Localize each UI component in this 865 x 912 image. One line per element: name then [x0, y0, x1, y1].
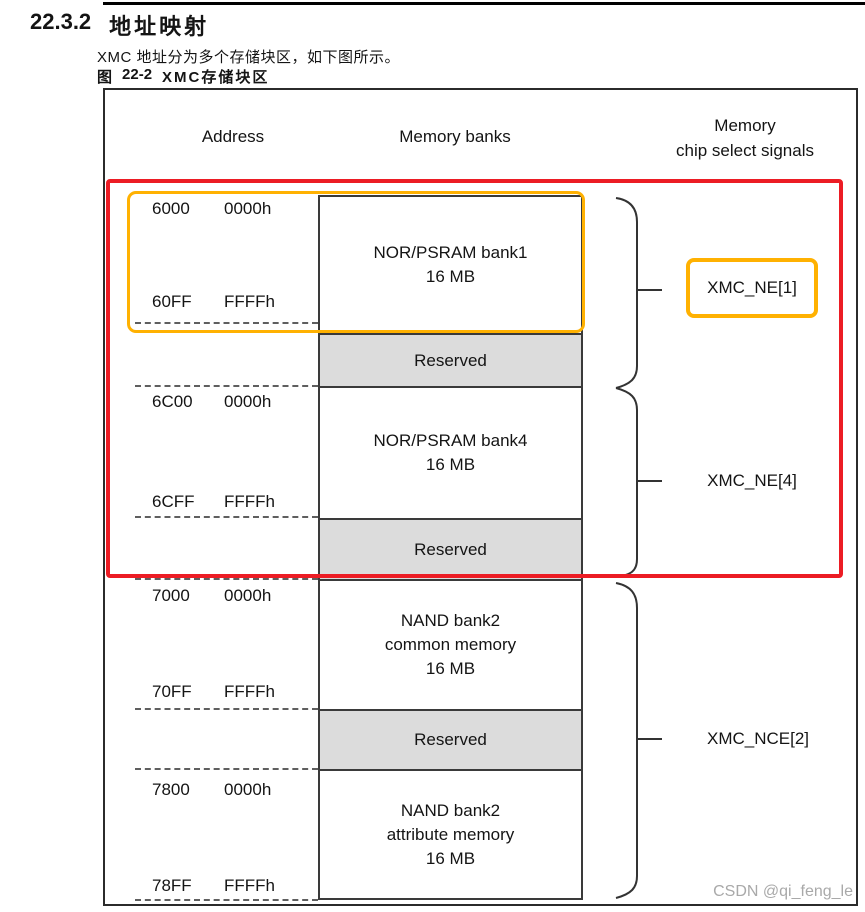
dashed-line-6c00 [135, 385, 318, 387]
bank-nor-psram-1: NOR/PSRAM bank1 16 MB [318, 195, 583, 335]
section-title: 地址映射 [109, 14, 210, 39]
figure-caption-prefix: 图 [97, 69, 113, 86]
figure-caption-text: XMC存储块区 [162, 69, 270, 86]
dashed-line-60ff [135, 322, 318, 324]
orange-highlight-box-bank1 [127, 191, 585, 333]
bank-reserved-2: Reserved [318, 518, 583, 581]
top-horizontal-rule [103, 2, 865, 5]
section-heading: 22.3.2 地址映射 [30, 9, 209, 41]
column-header-chip-select: Memory chip select signals [645, 113, 845, 163]
figure-caption: 图 22-2 XMC存储块区 [97, 66, 269, 87]
figure-caption-number: 22-2 [122, 66, 153, 83]
bank-nand2-attribute: NAND bank2 attribute memory 16 MB [318, 769, 583, 900]
red-highlight-box [106, 179, 843, 578]
watermark: CSDN @qi_feng_le [713, 883, 853, 900]
dashed-line-6cff [135, 516, 318, 518]
column-header-chip-select-line1: Memory [714, 116, 776, 135]
chip-select-xmc-ne1: XMC_NE[1] [707, 278, 797, 297]
dashed-line-70ff [135, 708, 318, 710]
orange-highlight-box-xmc-ne1: XMC_NE[1] [686, 258, 818, 318]
bank-reserved-1: Reserved [318, 333, 583, 388]
column-header-chip-select-line2: chip select signals [676, 141, 814, 160]
column-header-memory-banks: Memory banks [399, 127, 511, 146]
dashed-line-7000 [135, 578, 318, 580]
chip-select-xmc-ne4: XMC_NE[4] [707, 471, 797, 490]
bank-nand2-common: NAND bank2 common memory 16 MB [318, 579, 583, 711]
bank-reserved-3: Reserved [318, 709, 583, 771]
dashed-line-78ff [135, 899, 318, 901]
chip-select-xmc-nce2: XMC_NCE[2] [706, 729, 810, 748]
body-text: XMC 地址分为多个存储块区，如下图所示。 [97, 49, 401, 66]
dashed-line-7800 [135, 768, 318, 770]
column-header-address: Address [201, 127, 265, 146]
section-number: 22.3.2 [30, 9, 92, 34]
